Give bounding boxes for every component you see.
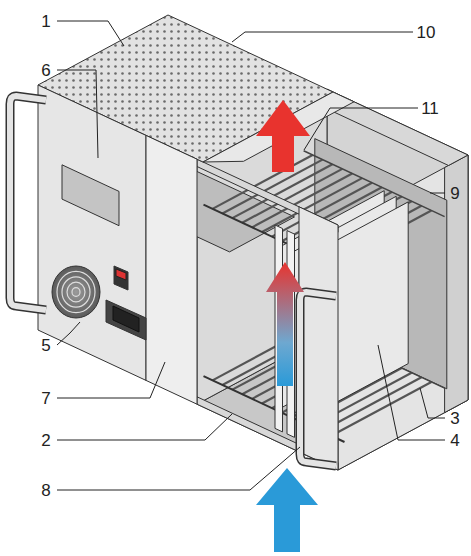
- front-plate: [299, 207, 338, 470]
- leader-line: [57, 362, 165, 398]
- leader-line: [378, 345, 445, 440]
- fan-grill: [72, 288, 80, 297]
- drive-cutout: [62, 165, 119, 226]
- rear-plate: [445, 155, 468, 413]
- cool-air-arrow: [256, 468, 318, 552]
- callout-number: 8: [41, 482, 50, 499]
- fan-grill: [67, 282, 85, 302]
- leader-line: [420, 388, 445, 418]
- callout-number: 10: [417, 24, 436, 41]
- callout-number: 7: [41, 390, 50, 407]
- leader-line: [430, 193, 445, 194]
- fan-grill: [62, 277, 90, 307]
- leader-lines: [57, 21, 445, 490]
- airflow-arrows: [256, 100, 318, 552]
- warming-air-arrow: [266, 262, 304, 386]
- leader-line: [57, 414, 232, 440]
- carrying-handle: [10, 96, 46, 310]
- leader-line: [304, 108, 418, 150]
- carrying-handle: [300, 292, 336, 466]
- callout-number: 4: [450, 432, 459, 449]
- callout-number: 3: [450, 410, 459, 427]
- leader-line: [232, 32, 413, 42]
- callout-number: 11: [421, 100, 439, 117]
- carrying-handle: [10, 96, 46, 310]
- blank-panel: [146, 135, 197, 404]
- leader-line: [57, 21, 124, 46]
- callout-number: 1: [41, 13, 50, 30]
- leader-line: [57, 322, 80, 345]
- callout-number: 6: [41, 62, 50, 79]
- callout-number: 9: [450, 185, 459, 202]
- leader-line: [57, 70, 98, 158]
- leader-line: [57, 447, 300, 490]
- switch-rocker: [116, 269, 126, 280]
- carrying-handle: [300, 292, 336, 466]
- front-panel: [38, 85, 146, 380]
- housing: [10, 15, 468, 470]
- callout-number: 5: [41, 337, 50, 354]
- mains-socket: [106, 300, 146, 340]
- warm-air-arrow: [256, 100, 310, 172]
- power-switch: [114, 266, 128, 290]
- socket-pins: [113, 306, 139, 332]
- fan-guard: [52, 266, 100, 318]
- callout-number: 2: [41, 432, 50, 449]
- fan-grill: [57, 271, 95, 312]
